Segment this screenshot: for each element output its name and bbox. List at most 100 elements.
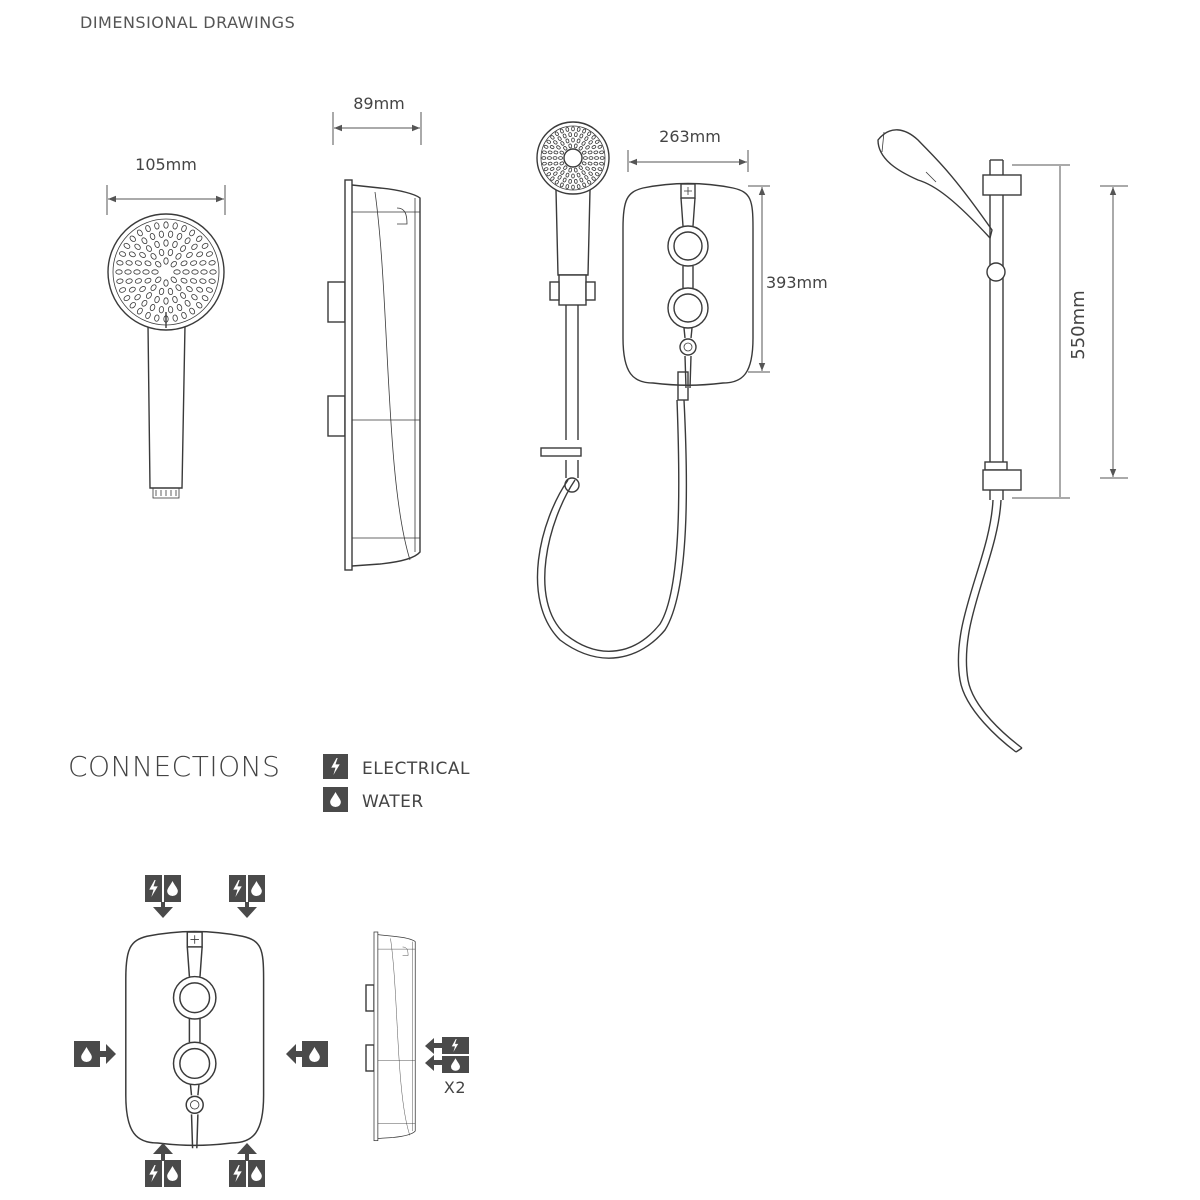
nozzle <box>576 172 581 178</box>
nozzle <box>587 161 593 166</box>
nozzle <box>582 182 587 188</box>
nozzle <box>584 175 589 180</box>
nozzle <box>576 184 581 189</box>
nozzle <box>158 248 165 257</box>
nozzle <box>167 248 174 257</box>
nozzle <box>134 243 141 250</box>
nozzle <box>593 161 599 166</box>
nozzle <box>209 269 217 275</box>
nozzle <box>547 161 553 166</box>
nozzle <box>144 277 152 284</box>
nozzle <box>587 131 592 136</box>
nozzle <box>588 171 593 176</box>
nozzle <box>554 131 559 136</box>
nozzle <box>585 145 590 150</box>
nozzle <box>154 314 160 322</box>
nozzle <box>576 127 581 132</box>
nozzle <box>546 139 551 144</box>
nozzle <box>163 297 169 305</box>
nozzle <box>582 128 587 134</box>
nozzle <box>199 260 207 266</box>
nozzle <box>599 156 605 160</box>
spray-nozzles <box>115 221 217 323</box>
nozzle <box>144 260 152 267</box>
nozzle <box>205 251 213 257</box>
nozzle <box>579 133 584 139</box>
nozzle <box>125 278 133 284</box>
nozzle <box>196 235 203 242</box>
nozzle <box>594 156 599 160</box>
nozzle <box>150 253 157 260</box>
nozzle <box>175 284 182 291</box>
nozzle <box>550 135 555 140</box>
nozzle <box>543 167 549 172</box>
nozzle <box>176 304 183 312</box>
nozzle <box>123 295 131 302</box>
nozzle <box>115 269 123 275</box>
nozzle <box>133 269 141 275</box>
nozzle <box>573 143 578 149</box>
nozzle <box>565 138 570 144</box>
nozzle <box>550 176 555 181</box>
legend-electrical-label: ELECTRICAL <box>362 759 470 779</box>
handset-width-label: 105mm <box>135 155 197 174</box>
nozzle <box>116 278 124 284</box>
nozzle <box>189 307 196 315</box>
right-water-entry-icon <box>286 1041 328 1067</box>
nozzle <box>557 175 562 180</box>
nozzle <box>554 180 559 185</box>
handset-front-view <box>107 213 225 499</box>
nozzle <box>595 172 600 177</box>
nozzle <box>181 311 187 319</box>
nozzle <box>556 145 561 150</box>
nozzle <box>553 140 558 145</box>
nozzle <box>145 245 152 252</box>
nozzle <box>581 150 587 155</box>
nozzle <box>208 278 216 284</box>
nozzle <box>200 269 208 275</box>
nozzle <box>154 296 160 304</box>
nozzle <box>182 269 190 275</box>
nozzle <box>588 156 594 160</box>
nozzle <box>581 161 587 166</box>
nozzle <box>151 269 159 275</box>
nozzle <box>116 260 124 266</box>
side-entry-icon <box>425 1037 469 1073</box>
nozzle <box>142 269 150 275</box>
nozzle <box>139 251 146 258</box>
nozzle <box>568 143 573 149</box>
nozzle <box>173 269 181 275</box>
nozzle <box>549 167 555 171</box>
nozzle <box>543 144 549 149</box>
nozzle <box>591 176 596 181</box>
bottom-left-entry-icon <box>145 1143 181 1187</box>
nozzle <box>170 276 177 283</box>
nozzle <box>124 269 132 275</box>
nozzle <box>541 156 547 160</box>
nozzle <box>571 137 575 143</box>
nozzle <box>172 296 178 304</box>
nozzle <box>199 278 207 284</box>
nozzle <box>155 276 162 283</box>
nozzle <box>180 245 187 252</box>
nozzle <box>129 302 136 309</box>
nozzle <box>170 261 177 268</box>
nozzle <box>163 279 169 287</box>
unit-height-label: 393mm <box>766 273 828 292</box>
nozzle <box>181 225 187 233</box>
nozzle <box>196 286 204 293</box>
nozzle <box>559 182 564 188</box>
nozzle <box>547 156 552 160</box>
nozzle <box>191 243 198 250</box>
nozzle <box>553 150 559 155</box>
nozzle <box>571 184 575 190</box>
nozzle <box>141 299 148 307</box>
shower-kit-front-view <box>536 121 754 659</box>
nozzle <box>542 161 547 166</box>
legend-electrical: ELECTRICAL <box>323 754 470 779</box>
top-right-entry-icon <box>229 875 265 918</box>
legend-water-label: WATER <box>362 792 424 812</box>
nozzle <box>136 307 143 315</box>
nozzle <box>176 232 183 240</box>
